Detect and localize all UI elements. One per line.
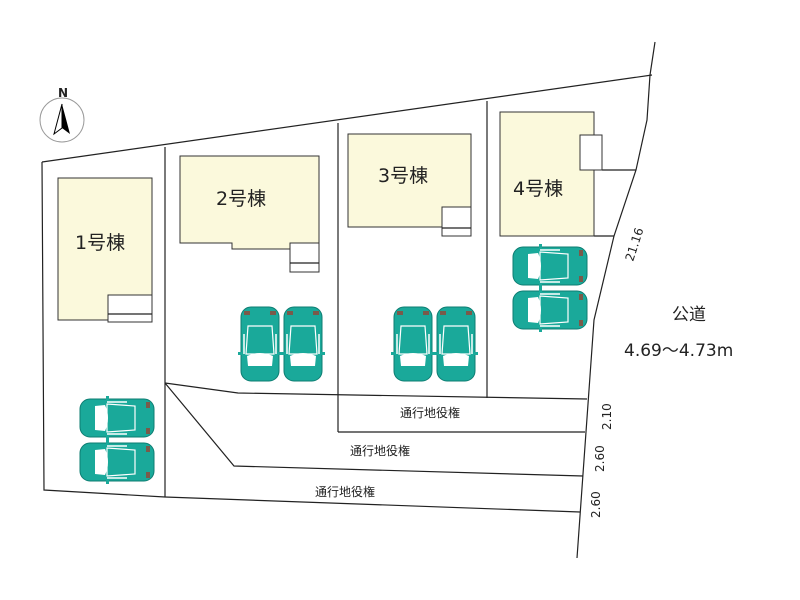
dimension-frontage: 21.16 <box>623 226 647 263</box>
car-icon <box>79 395 155 441</box>
building-3: 3号棟 <box>347 133 472 237</box>
car-icon <box>512 243 588 289</box>
building-3-label: 3号棟 <box>378 165 428 187</box>
car-icon <box>512 287 588 333</box>
compass-north-label: N <box>58 86 68 100</box>
dimension-easement-1: 2.10 <box>600 403 614 430</box>
easement-label-3: 通行地役権 <box>315 484 375 499</box>
car-icon <box>79 439 155 485</box>
dimension-easement-2: 2.60 <box>593 445 607 472</box>
car-icon <box>433 306 479 382</box>
public-road-label: 公道 <box>672 305 706 325</box>
building-2-label: 2号棟 <box>216 188 266 210</box>
building-1: 1号棟 <box>57 177 153 323</box>
road-width-label: 4.69～4.73m <box>624 341 733 361</box>
easement-label-2: 通行地役権 <box>350 443 410 458</box>
building-2: 2号棟 <box>179 155 320 273</box>
car-icon <box>280 306 326 382</box>
car-icon <box>237 306 283 382</box>
car-icon <box>390 306 436 382</box>
building-1-label: 1号棟 <box>75 232 125 254</box>
site-boundary <box>41 41 656 559</box>
easement-label-1: 通行地役権 <box>400 405 460 420</box>
dimension-easement-3: 2.60 <box>589 491 603 518</box>
north-compass-icon: N <box>39 86 85 143</box>
building-4: 4号棟 <box>499 111 603 237</box>
building-4-label: 4号棟 <box>513 178 563 200</box>
